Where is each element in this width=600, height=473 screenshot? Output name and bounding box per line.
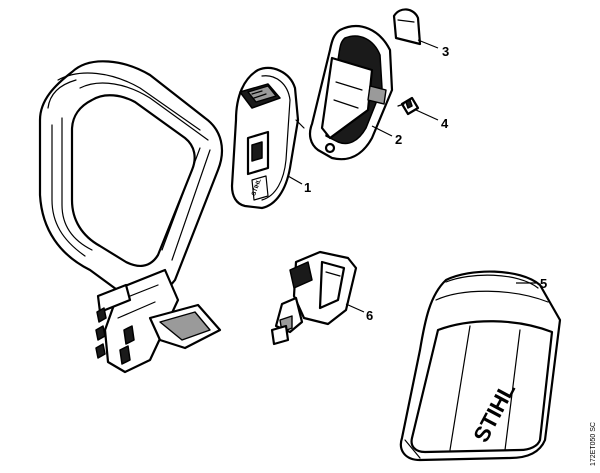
control-handle-part-1: STIHL xyxy=(230,66,305,210)
callout-1: 1 xyxy=(304,180,311,195)
callout-2: 2 xyxy=(395,132,402,147)
loop-handle xyxy=(38,60,223,374)
leader-lines xyxy=(287,39,536,313)
screw-part-4 xyxy=(397,96,420,116)
callout-4: 4 xyxy=(441,116,449,131)
leader-line-2 xyxy=(371,125,393,137)
drawing-reference: 172ET050 SC xyxy=(590,422,597,466)
leader-line-1 xyxy=(287,175,303,185)
callout-labels: 1 2 3 4 5 6 xyxy=(304,44,547,323)
handle-housing-part-2 xyxy=(308,25,394,161)
tool-bag-part-5: STIHL xyxy=(399,270,562,462)
callout-3: 3 xyxy=(442,44,449,59)
callout-5: 5 xyxy=(540,276,547,291)
leader-line-6 xyxy=(345,303,365,313)
cover-plate-part-3 xyxy=(392,8,422,46)
logo-small: STIHL xyxy=(251,178,263,197)
leader-line-3 xyxy=(417,39,439,49)
leader-line-4 xyxy=(415,109,439,121)
callout-6: 6 xyxy=(366,308,373,323)
throttle-trigger-part-6 xyxy=(270,250,358,346)
